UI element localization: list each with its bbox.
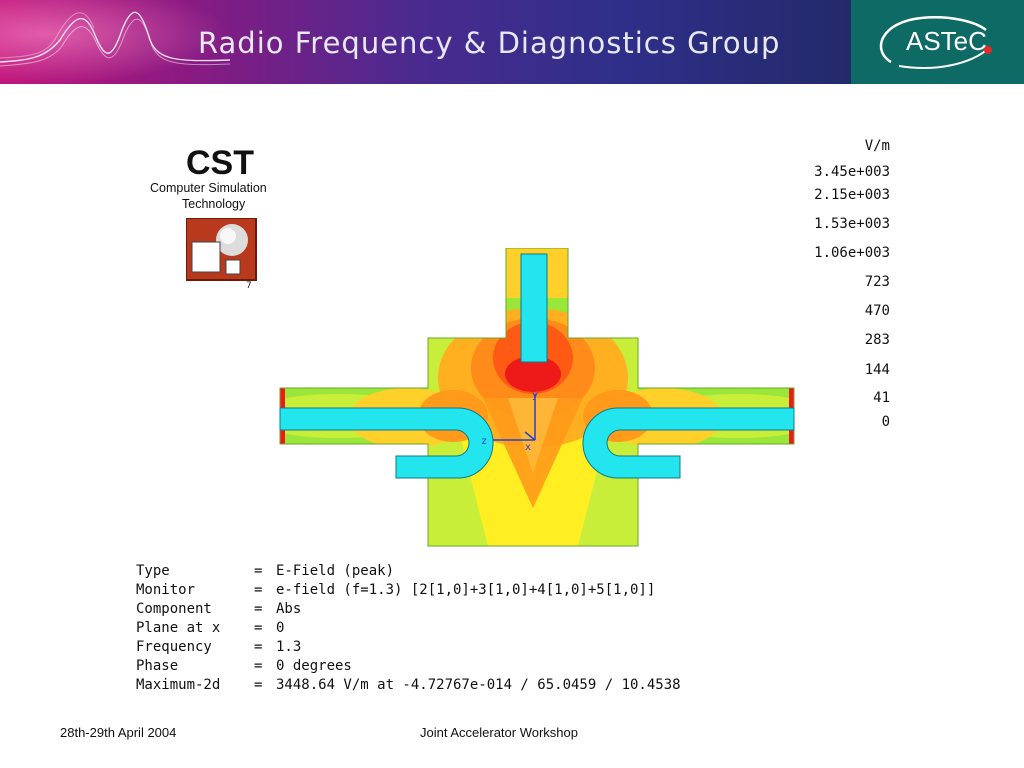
legend-value: 470 bbox=[864, 303, 890, 319]
legend-value: 2.15e+003 bbox=[814, 187, 890, 203]
cst-subtitle-line2: Technology bbox=[182, 197, 246, 211]
legend-value: 1.53e+003 bbox=[814, 216, 890, 232]
legend-value: 144 bbox=[864, 362, 890, 378]
info-row: Monitor=e-field (f=1.3) [2[1,0]+3[1,0]+4… bbox=[136, 582, 656, 598]
cst-logo-icon: 7 bbox=[186, 218, 257, 290]
svg-text:7: 7 bbox=[246, 281, 252, 290]
left-coupler bbox=[279, 407, 494, 479]
cst-title: CST bbox=[186, 144, 254, 182]
astec-logo-dot bbox=[984, 46, 992, 54]
info-row: Plane at x=0 bbox=[136, 620, 285, 636]
legend-unit: V/m bbox=[864, 138, 890, 154]
astec-logo-text: ASTeC bbox=[906, 26, 987, 56]
axis-indicator: y z x bbox=[481, 390, 538, 453]
axis-label-z: z bbox=[481, 436, 487, 447]
info-row: Phase=0 degrees bbox=[136, 658, 352, 674]
wave-graphic-icon bbox=[0, 11, 230, 67]
axis-label-y: y bbox=[532, 390, 538, 401]
astec-logo bbox=[851, 0, 1024, 84]
info-row: Component=Abs bbox=[136, 601, 302, 617]
footer-event: Joint Accelerator Workshop bbox=[420, 725, 578, 740]
right-coupler bbox=[582, 407, 795, 479]
astec-swoosh-icon bbox=[879, 16, 990, 69]
page-title: Radio Frequency & Diagnostics Group bbox=[198, 26, 781, 60]
info-row: Frequency=1.3 bbox=[136, 639, 302, 655]
legend-value: 41 bbox=[873, 390, 890, 406]
center-probe bbox=[520, 253, 548, 363]
footer-date: 28th-29th April 2004 bbox=[60, 725, 177, 740]
info-row: Maximum-2d=3448.64 V/m at -4.72767e-014 … bbox=[136, 677, 681, 693]
cst-subtitle-line1: Computer Simulation bbox=[150, 181, 267, 195]
legend-value: 3.45e+003 bbox=[814, 164, 890, 180]
legend-value: 0 bbox=[881, 414, 890, 430]
efield-plot: y z x bbox=[279, 248, 795, 547]
legend-value: 283 bbox=[864, 332, 890, 348]
legend-value: 1.06e+003 bbox=[814, 245, 890, 261]
info-row: Type=E-Field (peak) bbox=[136, 563, 395, 579]
legend-value: 723 bbox=[864, 274, 890, 290]
banner-glow bbox=[0, 0, 230, 84]
axis-label-x: x bbox=[525, 442, 531, 453]
